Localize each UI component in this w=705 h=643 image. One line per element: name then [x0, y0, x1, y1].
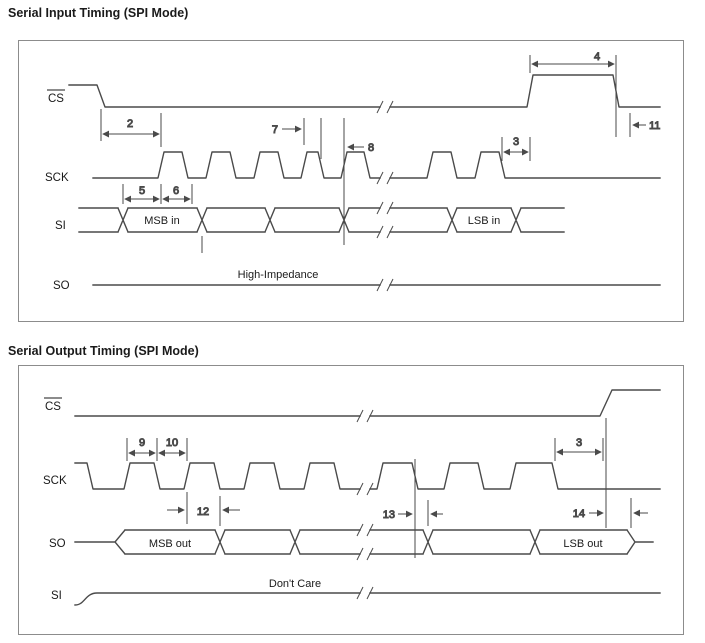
t10-label: 10 [166, 437, 178, 449]
msb-in-label: MSB in [144, 215, 179, 227]
t4-label: 4 [594, 51, 600, 63]
t3-label: 3 [576, 437, 582, 449]
t4-measurement: 4 [529, 51, 617, 73]
t13-measurement: 13 [382, 459, 443, 558]
input-timing-diagram: CS SCK SI SO 2 4 11 [45, 51, 661, 293]
t3-measurement: 3 [554, 437, 604, 461]
t12-label: 12 [197, 506, 209, 518]
t5-label: 5 [139, 185, 145, 197]
sck-waveform [92, 151, 661, 179]
so-waveform [74, 529, 654, 555]
dont-care-label: Don't Care [269, 578, 321, 590]
t11-measurement: 11 [615, 73, 661, 137]
cs-signal-label: CS [45, 401, 61, 413]
cs-waveform [74, 389, 661, 417]
t8-measurement: 8 [343, 118, 375, 245]
high-impedance-label: High-Impedance [238, 269, 319, 281]
break-marks [356, 409, 374, 600]
t5-t6-measurement: 5 6 [122, 184, 203, 253]
si-signal-label: SI [55, 220, 66, 232]
sck-signal-label: SCK [45, 172, 69, 184]
break-marks [376, 100, 394, 292]
t6-label: 6 [173, 185, 179, 197]
t7-label: 7 [272, 124, 278, 136]
t12-measurement: 12 [167, 492, 240, 526]
t2-measurement: 2 [100, 109, 162, 147]
lsb-in-label: LSB in [468, 215, 500, 227]
cs-waveform [68, 74, 661, 108]
cs-signal-label: CS [48, 93, 64, 105]
lsb-out-label: LSB out [563, 538, 602, 550]
output-signal-labels: CS SCK SO SI [43, 397, 67, 602]
input-signal-labels: CS SCK SI SO [45, 89, 70, 292]
t3-label: 3 [513, 136, 519, 148]
t8-label: 8 [368, 142, 374, 154]
si-waveform [78, 207, 565, 233]
t9-label: 9 [139, 437, 145, 449]
si-signal-label: SI [51, 590, 62, 602]
t7-measurement: 7 [271, 118, 322, 159]
msb-out-label: MSB out [149, 538, 191, 550]
t3-measurement: 3 [501, 136, 531, 161]
si-waveform [74, 592, 661, 606]
t2-label: 2 [127, 118, 133, 130]
sck-waveform [74, 462, 661, 490]
so-signal-label: SO [53, 280, 70, 292]
t14-measurement: 14 [572, 418, 648, 528]
t13-label: 13 [383, 509, 395, 521]
so-signal-label: SO [49, 538, 66, 550]
t9-t10-measurement: 9 10 [126, 437, 188, 461]
output-timing-title: Serial Output Timing (SPI Mode) [8, 344, 199, 358]
output-timing-box: CS SCK SO SI 9 10 3 [18, 365, 684, 635]
t11-label: 11 [649, 120, 660, 132]
sck-signal-label: SCK [43, 475, 67, 487]
input-timing-title: Serial Input Timing (SPI Mode) [8, 6, 189, 20]
output-timing-diagram: CS SCK SO SI 9 10 3 [43, 389, 661, 606]
t14-label: 14 [573, 508, 585, 520]
input-timing-box: CS SCK SI SO 2 4 11 [18, 40, 684, 322]
